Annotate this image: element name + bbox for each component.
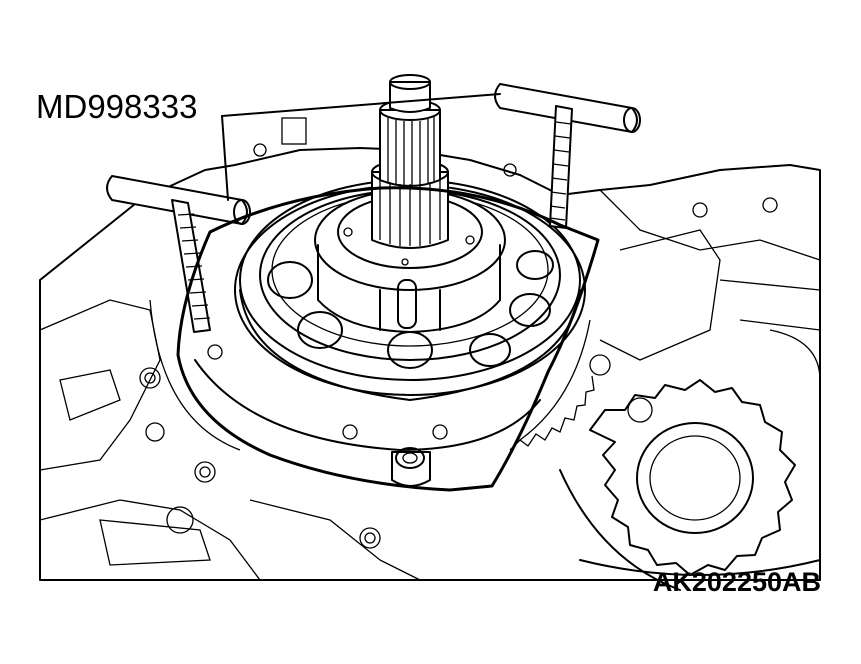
tool-callout-label: MD998333 [36,88,198,125]
callout-leader [221,93,501,201]
drive-gear [559,379,821,591]
ring-gear [149,299,595,451]
input-shaft [371,74,449,249]
transmission-case [39,117,821,581]
special-tool [106,83,641,492]
figure-id: AK202250AB [652,567,821,597]
